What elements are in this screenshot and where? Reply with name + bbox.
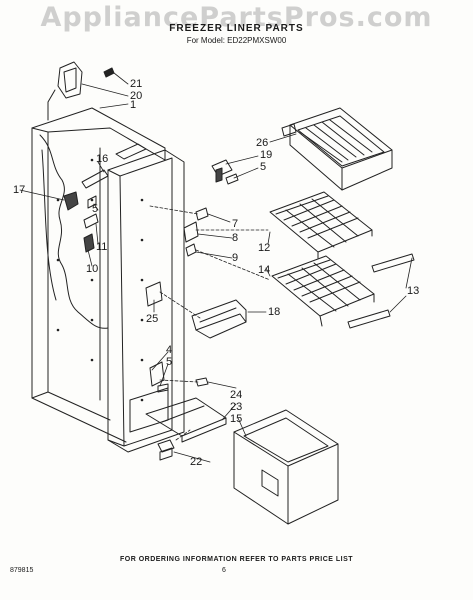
callout-12: 12 xyxy=(258,242,271,254)
callout-1: 1 xyxy=(130,99,137,111)
watermark: AppliancePartsPros.com xyxy=(40,2,433,33)
bottom-rail-part-23 xyxy=(145,377,227,443)
callout-24: 24 xyxy=(230,389,243,401)
callout-15: 15 xyxy=(230,413,243,425)
callout-23: 23 xyxy=(230,401,243,413)
callout-16: 16 xyxy=(96,153,109,165)
top-bracket-part-20 xyxy=(47,61,115,121)
callout-5-left: 5 xyxy=(92,203,99,215)
shelf-support-parts xyxy=(145,207,209,393)
callout-8: 8 xyxy=(232,232,239,244)
wire-shelf-part-14 xyxy=(271,255,375,327)
callout-21: 21 xyxy=(130,78,143,90)
freezer-basket-part-15 xyxy=(233,409,339,525)
shelf-trim-part-13 xyxy=(347,253,415,329)
model-number: For Model: ED22PMXSW00 xyxy=(186,36,287,45)
shelf-support-part-18 xyxy=(191,299,247,339)
wire-shelf-part-12 xyxy=(269,191,373,259)
callout-5-lower: 5 xyxy=(166,356,173,368)
document-code: 879815 xyxy=(10,567,34,574)
mounting-guide-lines xyxy=(149,205,271,441)
bracket-part-19 xyxy=(211,159,239,185)
ordering-information-note: FOR ORDERING INFORMATION REFER TO PARTS … xyxy=(119,556,354,563)
callout-4: 4 xyxy=(166,344,173,356)
callout-11: 11 xyxy=(96,241,108,253)
diagram-title: FREEZER LINER PARTS xyxy=(169,23,304,34)
callout-19: 19 xyxy=(260,149,273,161)
callout-18: 18 xyxy=(268,306,281,318)
page-number: 6 xyxy=(222,567,226,574)
leveling-foot-part-22 xyxy=(157,439,175,461)
callout-25: 25 xyxy=(146,313,159,325)
callout-10: 10 xyxy=(86,263,99,275)
callout-20: 20 xyxy=(130,90,143,102)
callout-leaders xyxy=(19,72,413,463)
callout-17: 17 xyxy=(13,184,26,196)
callout-5-right: 5 xyxy=(260,161,267,173)
callout-22: 22 xyxy=(190,456,203,468)
light-socket-parts xyxy=(63,169,109,253)
callout-7: 7 xyxy=(232,218,239,230)
freezer-bin-part-26 xyxy=(281,107,393,191)
callout-14: 14 xyxy=(258,264,271,276)
callout-26: 26 xyxy=(256,137,269,149)
callout-9: 9 xyxy=(232,252,239,264)
callout-13: 13 xyxy=(407,285,420,297)
